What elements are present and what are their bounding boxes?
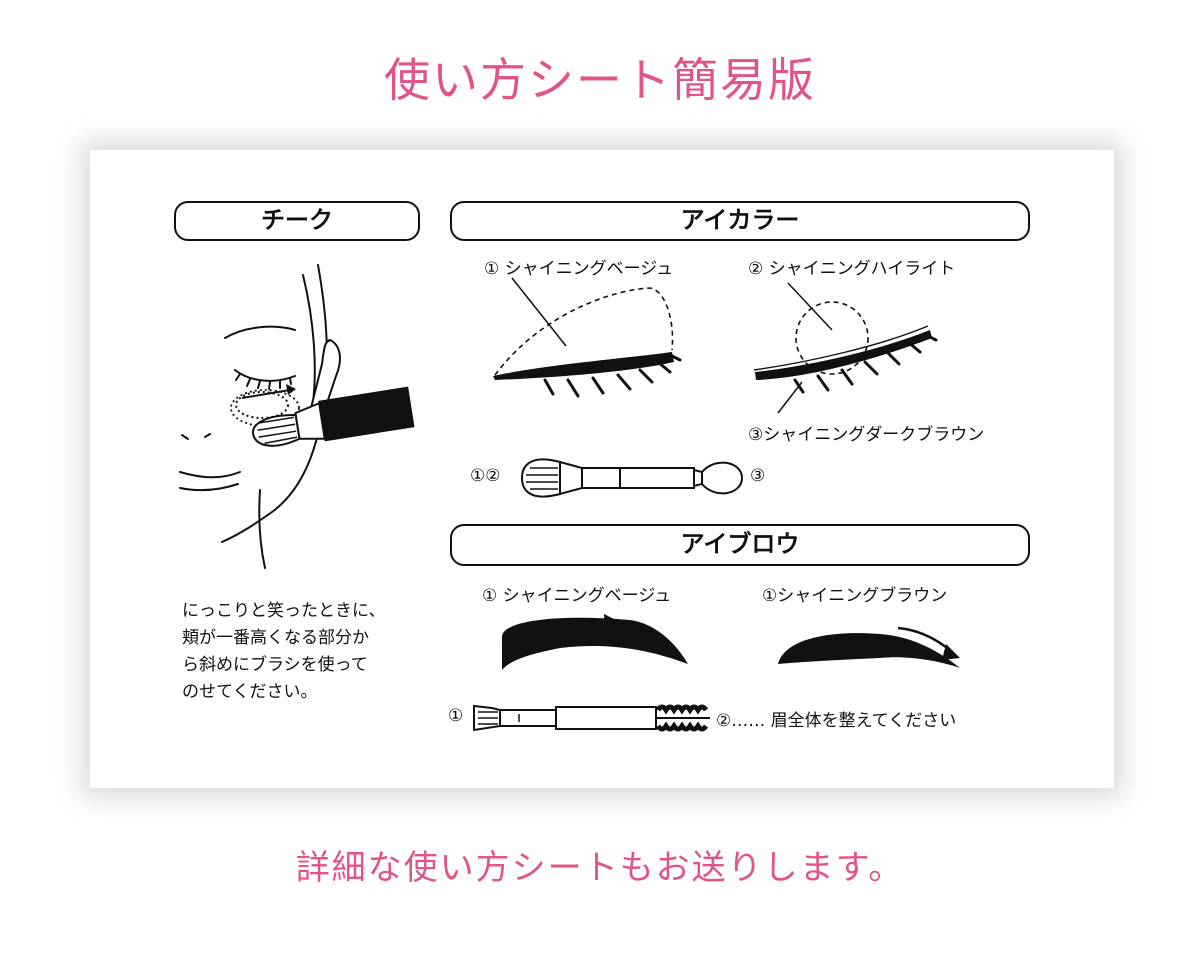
- eyebrow-tool-left-mark: ①: [448, 706, 464, 726]
- eyebrow-tool-note: ②…… 眉全体を整えてください: [716, 711, 957, 731]
- cheek-header: チーク: [174, 201, 420, 241]
- brush-left-marks: ①②: [470, 466, 501, 486]
- cheek-brush-illustration: [252, 386, 415, 447]
- eyebrow-tool-illustration: [473, 704, 710, 732]
- eye-color-label-3: ③シャイニングダークブラウン: [748, 425, 985, 445]
- eye-color-header: アイカラー: [450, 201, 1030, 241]
- illustrations: [179, 264, 960, 732]
- eyebrow-label-left: ① シャイニングベージュ: [482, 586, 672, 606]
- page-title: 使い方シート簡易版: [384, 53, 816, 107]
- eye-left-illustration: [493, 277, 682, 398]
- brush-right-mark: ③: [750, 466, 766, 486]
- cheek-description: にっこりと笑ったときに、 頬が一番高くなる部分か ら斜めにブラシを使って のせて…: [182, 601, 386, 702]
- face-illustration: [179, 264, 328, 569]
- eyebrow-right-illustration: [778, 626, 960, 668]
- usage-sheet-card: チーク アイカラー アイブロウ: [90, 150, 1114, 788]
- eye-color-label-1: ① シャイニングベージュ: [484, 259, 674, 279]
- eyebrow-label-right: ①シャイニングブラウン: [762, 586, 948, 606]
- eye-right-illustration: [753, 282, 938, 414]
- eyebrow-left-illustration: [501, 614, 688, 670]
- eyeshadow-applicator-illustration: [520, 458, 744, 498]
- eye-color-label-2: ② シャイニングハイライト: [748, 259, 956, 279]
- eyebrow-header: アイブロウ: [450, 524, 1030, 566]
- footer-note: 詳細な使い方シートもお送りします。: [295, 848, 905, 888]
